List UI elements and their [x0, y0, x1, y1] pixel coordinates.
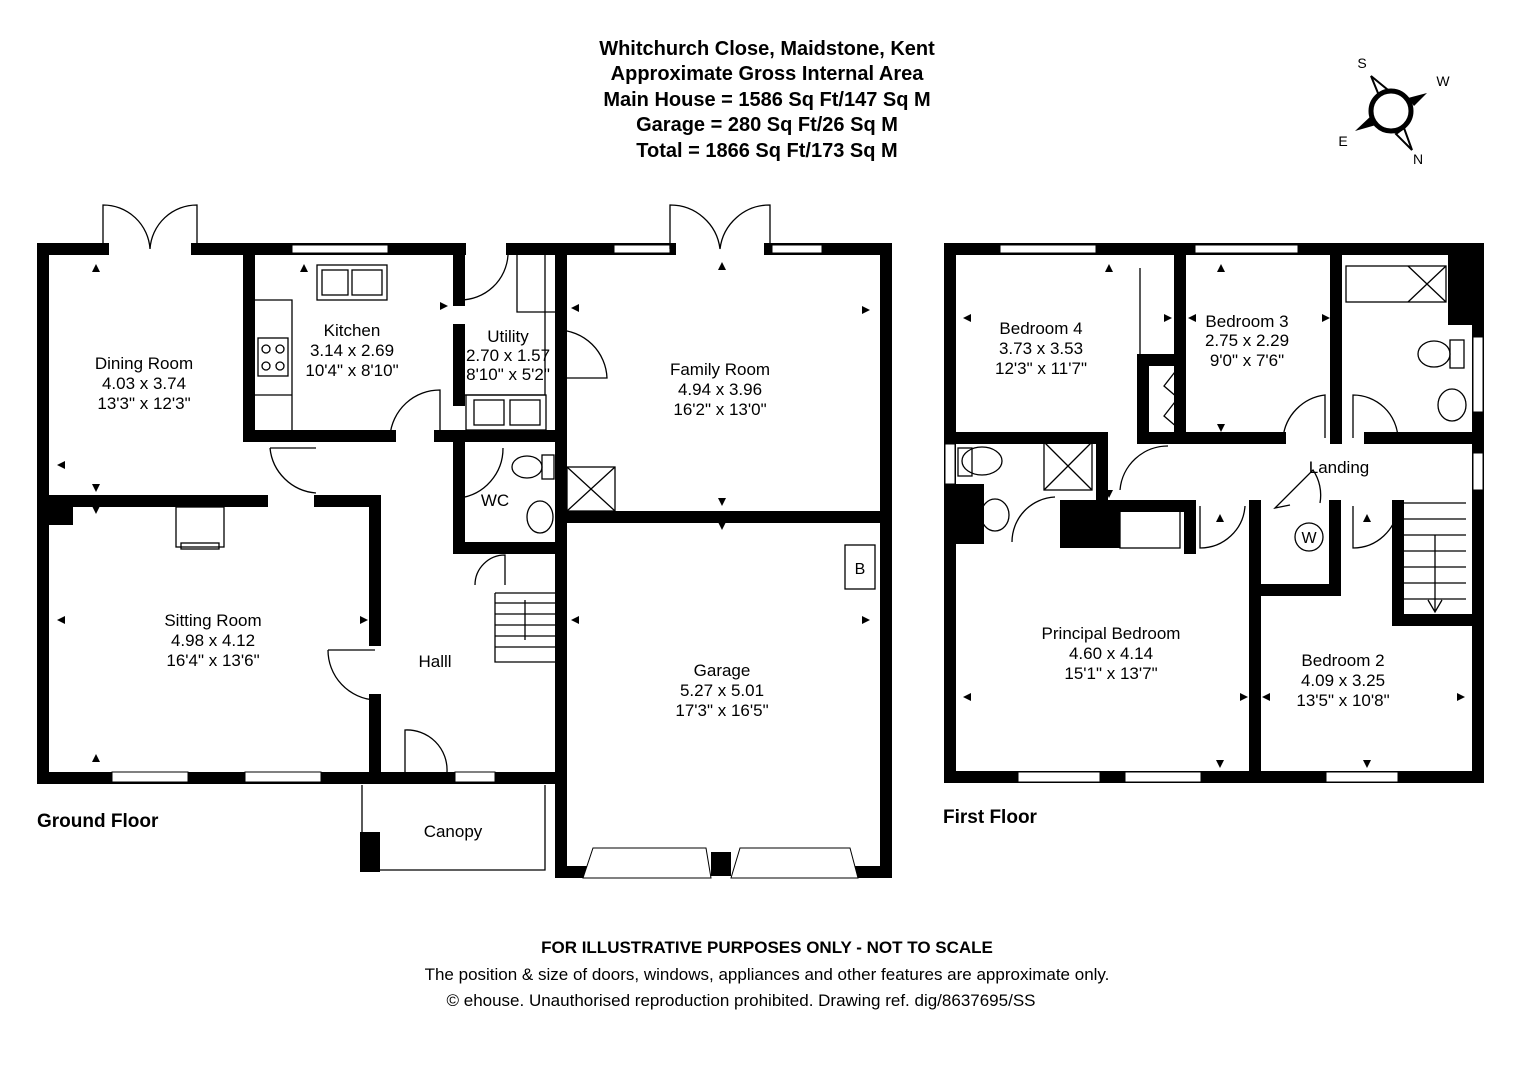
utility-imperial: 8'10" x 5'2"	[466, 365, 550, 384]
utility-metric: 2.70 x 1.57	[466, 346, 550, 365]
wc-name: WC	[481, 491, 509, 510]
compass-icon: S W E N	[1338, 55, 1450, 167]
bedroom-3-metric: 2.75 x 2.29	[1205, 331, 1289, 350]
approximation-note: The position & size of doors, windows, a…	[425, 965, 1110, 984]
garage-name: Garage	[694, 661, 751, 680]
header: Whitchurch Close, Maidstone, Kent Approx…	[599, 38, 935, 162]
family-room-metric: 4.94 x 3.96	[678, 380, 762, 399]
total-area: Total = 1866 Sq Ft/173 Sq M	[636, 140, 897, 162]
principal-bedroom-name: Principal Bedroom	[1042, 624, 1181, 643]
dining-room-imperial: 13'3" x 12'3"	[97, 394, 190, 413]
bedroom-4-name: Bedroom 4	[999, 319, 1082, 338]
canopy-name: Canopy	[424, 822, 483, 841]
area-subtitle: Approximate Gross Internal Area	[611, 63, 925, 85]
utility-name: Utility	[487, 327, 529, 346]
dining-room-metric: 4.03 x 3.74	[102, 374, 186, 393]
landing-name: Landing	[1309, 458, 1370, 477]
bedroom-2-name: Bedroom 2	[1301, 651, 1384, 670]
bedroom-3-imperial: 9'0" x 7'6"	[1210, 351, 1284, 370]
bedroom-4-metric: 3.73 x 3.53	[999, 339, 1083, 358]
bedroom-4-imperial: 12'3" x 11'7"	[995, 359, 1087, 378]
copyright-note: © ehouse. Unauthorised reproduction proh…	[446, 991, 1035, 1010]
boiler-label: B	[855, 561, 866, 578]
first-floor-label: First Floor	[943, 807, 1038, 828]
hall-name: Halll	[418, 652, 451, 671]
family-room-imperial: 16'2" x 13'0"	[673, 400, 766, 419]
sitting-room-name: Sitting Room	[164, 611, 261, 630]
sitting-room-imperial: 16'4" x 13'6"	[166, 651, 259, 670]
address-title: Whitchurch Close, Maidstone, Kent	[599, 38, 935, 60]
family-room-name: Family Room	[670, 360, 770, 379]
kitchen-imperial: 10'4" x 8'10"	[305, 361, 398, 380]
bedroom-3-name: Bedroom 3	[1205, 312, 1288, 331]
first-floor-plan: W Bedroom 4 3.73 x 3.53 12'3" x 11'7" Be…	[943, 243, 1484, 828]
ground-floor-plan: B Dining Room 4.03 x 3.74 13'3" x 12'3" …	[37, 204, 892, 879]
compass-e: E	[1338, 133, 1347, 149]
garage-metric: 5.27 x 5.01	[680, 681, 764, 700]
garage-imperial: 17'3" x 16'5"	[675, 701, 768, 720]
compass-s: S	[1357, 55, 1366, 71]
disclaimer: FOR ILLUSTRATIVE PURPOSES ONLY - NOT TO …	[541, 938, 993, 957]
footer: FOR ILLUSTRATIVE PURPOSES ONLY - NOT TO …	[425, 938, 1110, 1010]
dining-room-name: Dining Room	[95, 354, 193, 373]
cylinder-label: W	[1301, 530, 1317, 547]
main-house-area: Main House = 1586 Sq Ft/147 Sq M	[603, 89, 930, 111]
bedroom-2-imperial: 13'5" x 10'8"	[1296, 691, 1389, 710]
bedroom-2-metric: 4.09 x 3.25	[1301, 671, 1385, 690]
compass-n: N	[1413, 151, 1423, 167]
principal-bedroom-metric: 4.60 x 4.14	[1069, 644, 1153, 663]
sitting-room-metric: 4.98 x 4.12	[171, 631, 255, 650]
garage-area: Garage = 280 Sq Ft/26 Sq M	[636, 114, 898, 136]
compass-w: W	[1436, 73, 1450, 89]
ground-floor-label: Ground Floor	[37, 811, 159, 832]
principal-bedroom-imperial: 15'1" x 13'7"	[1064, 664, 1157, 683]
kitchen-name: Kitchen	[324, 321, 381, 340]
kitchen-metric: 3.14 x 2.69	[310, 341, 394, 360]
